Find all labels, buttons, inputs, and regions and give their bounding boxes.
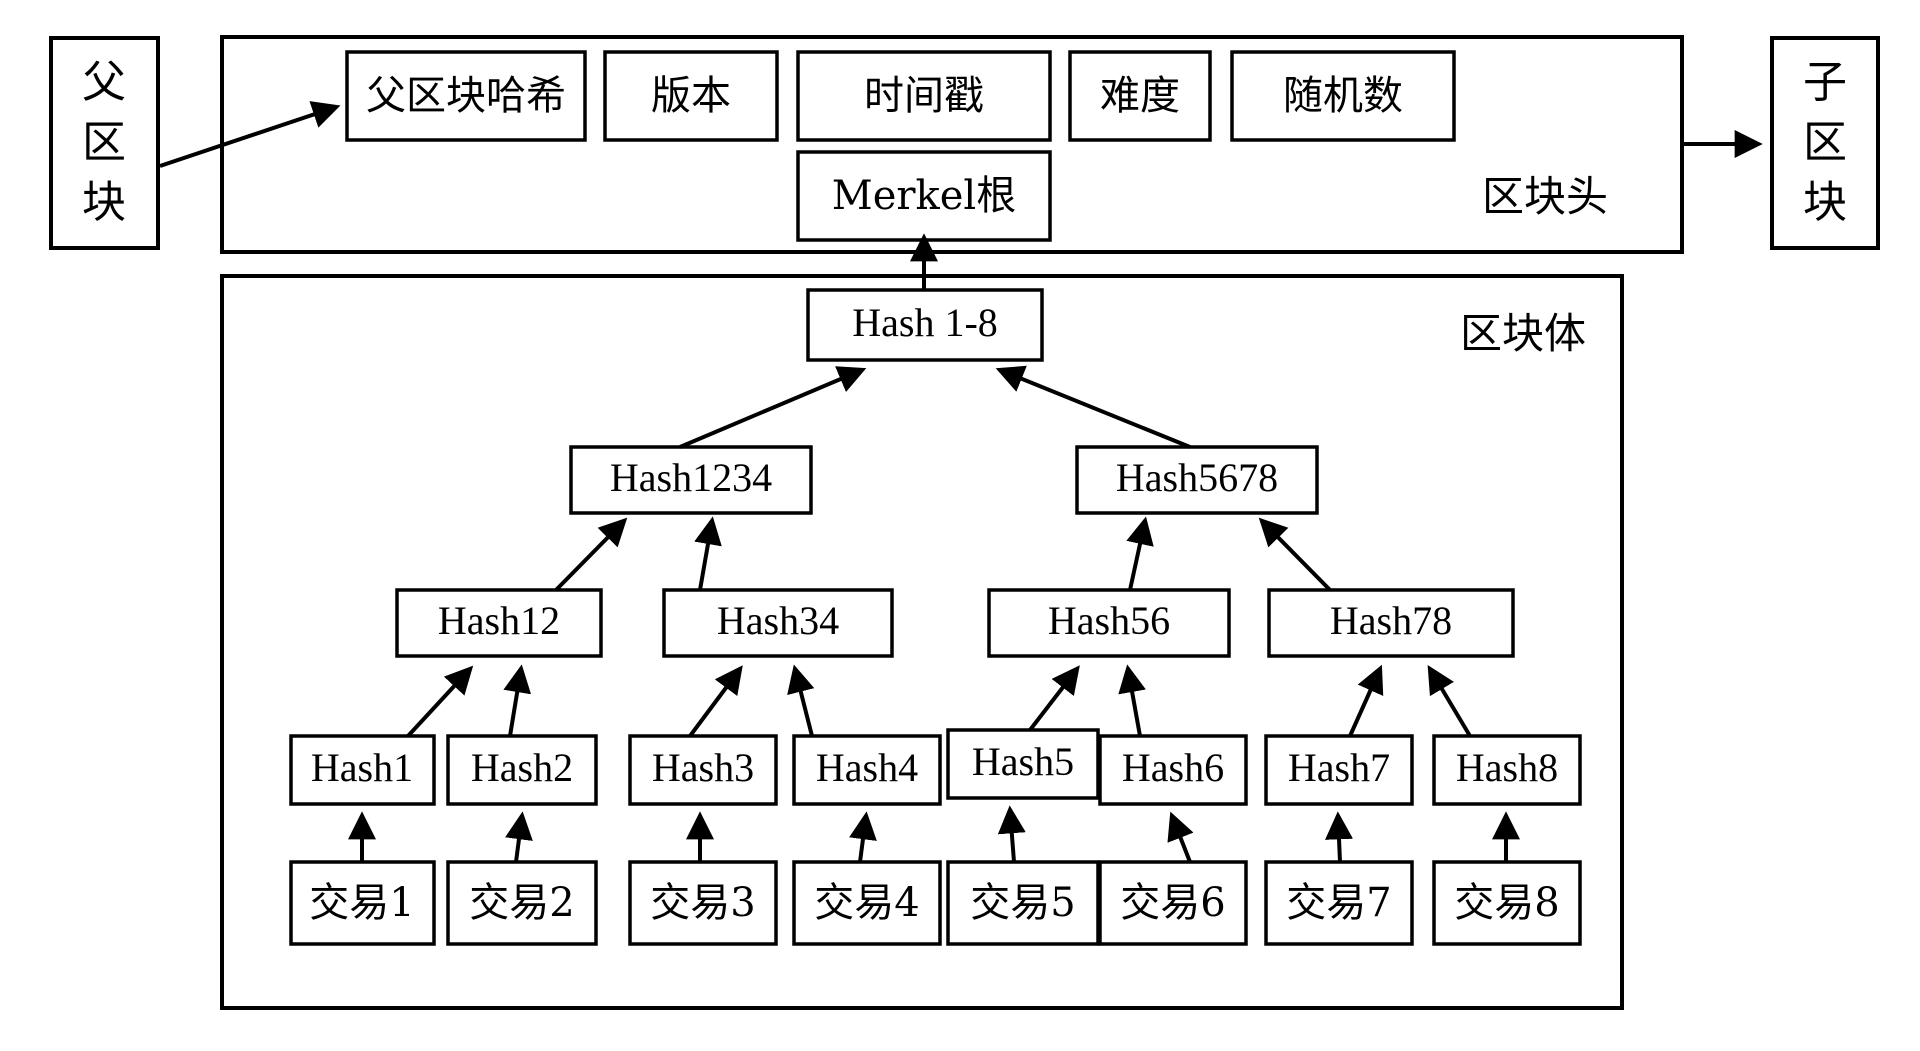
node-label-hash6: Hash6 — [1122, 745, 1224, 790]
node-box-hash3[interactable] — [628, 734, 778, 806]
node-box-hash1234[interactable] — [569, 445, 813, 515]
node-label-hash12: Hash12 — [438, 598, 560, 643]
node-label-transaction-6: 交易6 — [1120, 880, 1225, 926]
edge-hash7-to-hash78 — [1348, 664, 1384, 737]
edge-parent-block-to-parent-hash — [159, 101, 341, 168]
parent-block-box[interactable] — [49, 36, 160, 250]
node-box-hash78[interactable] — [1267, 588, 1515, 658]
merkle-root-label: Merkel根 — [832, 173, 1016, 219]
node-box-hash5678[interactable] — [1075, 445, 1319, 515]
edge-hash5678-to-hash18 — [995, 365, 1191, 449]
header-field-box-nonce[interactable] — [1230, 50, 1456, 142]
node-label-hash34: Hash34 — [717, 598, 839, 643]
child-block-label-char-2: 块 — [1803, 177, 1847, 228]
node-label-hash-1-8: Hash 1-8 — [852, 300, 998, 345]
node-label-transaction-4: 交易4 — [814, 880, 919, 926]
edge-hash1234-to-hash18 — [679, 366, 867, 449]
node-box-hash2[interactable] — [446, 734, 598, 806]
node-box-hash12[interactable] — [395, 588, 603, 658]
node-label-hash56: Hash56 — [1048, 598, 1170, 643]
node-label-hash3: Hash3 — [652, 745, 754, 790]
edge-transaction-4-to-hash4 — [849, 811, 877, 863]
merkle-root-box[interactable] — [796, 150, 1052, 242]
edge-transaction-2-to-hash2 — [505, 811, 533, 863]
node-label-hash5678: Hash5678 — [1116, 455, 1278, 500]
edge-hash8-to-hash78 — [1427, 664, 1472, 738]
edge-hash1-to-hash12 — [406, 665, 474, 738]
edge-hash12-to-hash1234 — [554, 517, 628, 592]
node-box-hash7[interactable] — [1264, 734, 1414, 806]
header-field-label-difficulty: 难度 — [1100, 73, 1180, 119]
header-field-label-parent-hash: 父区块哈希 — [366, 73, 566, 119]
node-box-hash34[interactable] — [662, 588, 894, 658]
node-box-transaction-4[interactable] — [792, 860, 942, 946]
parent-block-label-char-0: 父 — [82, 57, 126, 108]
node-box-hash-1-8[interactable] — [806, 288, 1044, 362]
node-box-transaction-7[interactable] — [1264, 860, 1414, 946]
node-label-hash1234: Hash1234 — [610, 455, 772, 500]
node-label-transaction-8: 交易8 — [1454, 880, 1559, 926]
header-field-label-nonce: 随机数 — [1283, 73, 1403, 119]
edge-hash2-to-hash12 — [503, 664, 532, 737]
node-label-hash8: Hash8 — [1456, 745, 1558, 790]
node-box-hash1[interactable] — [289, 734, 436, 806]
node-box-transaction-5[interactable] — [946, 860, 1100, 946]
node-box-hash5[interactable] — [946, 728, 1100, 800]
child-block-box[interactable] — [1770, 36, 1880, 250]
node-label-transaction-1: 交易1 — [309, 880, 414, 926]
node-box-hash4[interactable] — [792, 734, 942, 806]
parent-block-label-char-2: 块 — [82, 177, 126, 228]
node-box-transaction-3[interactable] — [628, 860, 778, 946]
header-field-box-version[interactable] — [603, 50, 779, 142]
node-label-hash5: Hash5 — [972, 739, 1074, 784]
node-box-hash6[interactable] — [1098, 734, 1248, 806]
header-field-box-difficulty[interactable] — [1068, 50, 1212, 142]
node-box-transaction-6[interactable] — [1098, 860, 1248, 946]
child-block-label-char-0: 子 — [1803, 57, 1847, 108]
node-label-hash2: Hash2 — [471, 745, 573, 790]
edge-hash56-to-hash5678 — [1126, 516, 1154, 591]
edge-transaction-5-to-hash5 — [997, 805, 1026, 863]
child-block-label-char-1: 区 — [1803, 117, 1847, 168]
parent-block-label-char-1: 区 — [82, 117, 126, 168]
header-field-label-version: 版本 — [651, 73, 731, 119]
edge-hash6-to-hash56 — [1118, 664, 1146, 737]
node-label-transaction-7: 交易7 — [1286, 880, 1391, 926]
node-box-transaction-2[interactable] — [446, 860, 598, 946]
edge-transaction-6-to-hash6 — [1167, 811, 1194, 863]
edge-hash4-to-hash34 — [787, 664, 815, 737]
node-box-hash56[interactable] — [987, 588, 1231, 658]
edge-transaction-7-to-hash7 — [1325, 811, 1354, 863]
node-label-hash1: Hash1 — [311, 745, 413, 790]
node-label-transaction-2: 交易2 — [469, 880, 574, 926]
block-header-region-label: 区块头 — [1482, 172, 1608, 221]
block-body-region-label: 区块体 — [1460, 309, 1586, 358]
node-label-hash78: Hash78 — [1330, 598, 1452, 643]
edge-hash5-to-hash56 — [1028, 665, 1080, 732]
header-field-box-parent-hash[interactable] — [345, 50, 587, 142]
header-field-box-timestamp[interactable] — [796, 50, 1052, 142]
node-label-transaction-5: 交易5 — [970, 880, 1075, 926]
edge-hash34-to-hash1234 — [694, 516, 722, 591]
node-label-hash7: Hash7 — [1288, 745, 1390, 790]
edge-hash78-to-hash5678 — [1258, 517, 1332, 592]
node-box-hash8[interactable] — [1432, 734, 1582, 806]
edge-hash3-to-hash34 — [688, 665, 743, 738]
node-label-hash4: Hash4 — [816, 745, 918, 790]
header-field-label-timestamp: 时间戳 — [864, 73, 984, 119]
node-label-transaction-3: 交易3 — [650, 880, 755, 926]
